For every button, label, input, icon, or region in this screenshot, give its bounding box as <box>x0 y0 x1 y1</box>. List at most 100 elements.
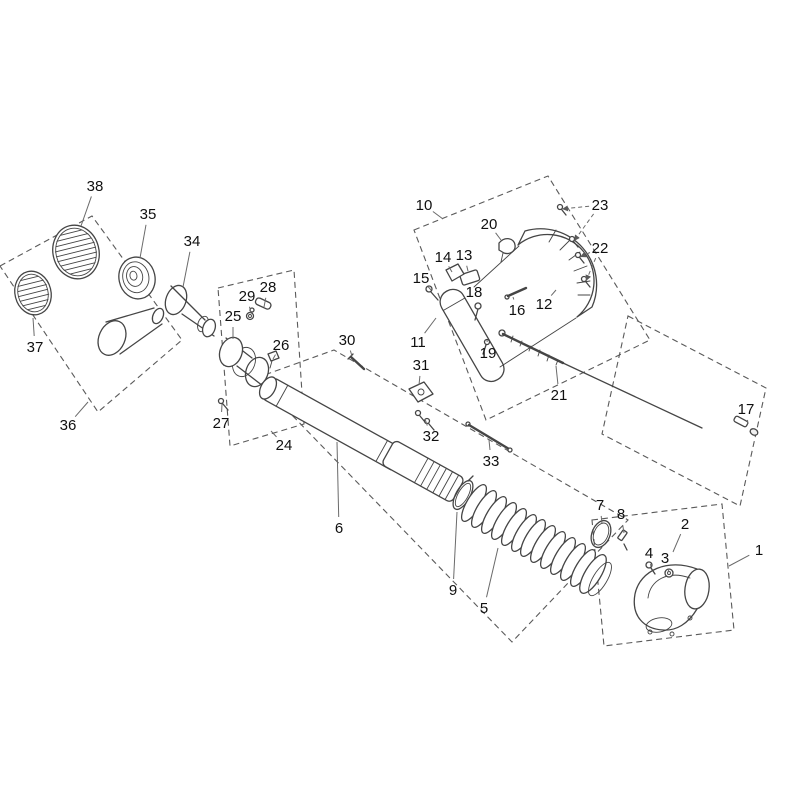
leader-line-15 <box>427 286 432 291</box>
part-clip-26 <box>267 350 280 369</box>
part-elbow-2 <box>633 564 710 637</box>
part-screw-27 <box>217 397 229 411</box>
part-label-18: 18 <box>466 284 483 301</box>
part-label-31: 31 <box>413 357 430 374</box>
part-label-29: 29 <box>239 288 256 305</box>
leader-line-24 <box>270 430 277 438</box>
part-label-12: 12 <box>536 296 553 313</box>
leader-line-3 <box>667 568 670 573</box>
leader-line-10 <box>432 211 444 220</box>
boundary-coupler-group <box>217 269 305 447</box>
part-cone-nozzle-34 <box>164 284 217 338</box>
leader-line-22 <box>579 251 591 258</box>
leader-line-35 <box>139 224 147 259</box>
leader-line-37 <box>32 317 35 337</box>
leader-line-29 <box>249 306 252 314</box>
leader-line-8 <box>622 524 625 534</box>
part-label-20: 20 <box>481 216 498 233</box>
part-label-7: 7 <box>596 497 604 514</box>
leader-line-32 <box>424 418 428 426</box>
leader-line-34 <box>182 251 191 288</box>
part-label-15: 15 <box>413 270 430 287</box>
part-clamp-9 <box>452 475 474 511</box>
part-label-34: 34 <box>184 233 201 250</box>
leader-line-9 <box>453 511 458 580</box>
part-label-37: 37 <box>27 339 44 356</box>
part-label-22: 22 <box>592 240 609 257</box>
part-handle-tube-11 <box>439 288 505 383</box>
boundary-cable-group <box>601 315 767 507</box>
part-handle-grip-12 <box>517 228 598 318</box>
part-label-9: 9 <box>449 582 457 599</box>
boundary-tube-group <box>255 349 629 643</box>
leader-line-23 <box>561 205 590 212</box>
part-blower-tube-6 <box>258 376 464 502</box>
leader-line-12 <box>550 289 557 296</box>
part-label-4: 4 <box>645 545 653 562</box>
part-label-24: 24 <box>276 437 293 454</box>
part-screws-23 <box>556 203 579 248</box>
part-label-33: 33 <box>483 453 500 470</box>
part-funnel-36 <box>97 307 165 356</box>
part-label-27: 27 <box>213 415 230 432</box>
part-label-28: 28 <box>260 279 277 296</box>
part-label-14: 14 <box>435 249 452 266</box>
leader-line-28 <box>263 297 267 308</box>
part-label-13: 13 <box>456 247 473 264</box>
leader-line-26 <box>272 354 276 360</box>
part-label-1: 1 <box>755 542 763 559</box>
part-label-19: 19 <box>480 345 497 362</box>
part-label-17: 17 <box>738 401 755 418</box>
part-cable-end-17 <box>733 415 759 436</box>
part-label-5: 5 <box>480 600 488 617</box>
part-pin-18 <box>474 302 482 321</box>
part-label-3: 3 <box>661 550 669 567</box>
part-label-10: 10 <box>416 197 433 214</box>
part-swirl-grille-35 <box>118 256 156 300</box>
leader-line-14 <box>448 266 453 273</box>
leader-line-16 <box>512 296 515 300</box>
part-screws-22 <box>574 251 591 288</box>
leader-line-31 <box>418 375 421 386</box>
part-label-30: 30 <box>339 332 356 349</box>
part-label-23: 23 <box>592 197 609 214</box>
part-label-38: 38 <box>87 178 104 195</box>
leader-line-1 <box>728 554 750 567</box>
boundary-elbow-group <box>591 503 735 647</box>
part-label-8: 8 <box>617 506 625 523</box>
leader-line-30 <box>349 350 353 357</box>
part-rod-33 <box>465 421 513 453</box>
leader-line-21 <box>555 365 559 385</box>
leader-line-13 <box>466 265 469 272</box>
part-inlet-grille-38 <box>52 224 100 280</box>
part-bracket-31 <box>408 381 434 403</box>
leader-line-33 <box>488 439 491 451</box>
part-pin-30 <box>347 353 366 371</box>
part-screw-8 <box>617 529 628 551</box>
part-label-32: 32 <box>423 428 440 445</box>
part-label-36: 36 <box>60 417 77 434</box>
leader-line-17 <box>747 419 749 425</box>
part-label-2: 2 <box>681 516 689 533</box>
part-label-16: 16 <box>509 302 526 319</box>
part-label-21: 21 <box>551 387 568 404</box>
leader-line-38 <box>80 196 92 227</box>
part-plug-3 <box>664 568 674 578</box>
leader-line-36 <box>74 401 89 418</box>
leader-line-6 <box>336 441 340 518</box>
part-rod-16 <box>504 286 528 300</box>
part-screw-15 <box>425 285 439 301</box>
leader-line-5 <box>486 547 499 598</box>
part-label-25: 25 <box>225 308 242 325</box>
part-trigger-20 <box>498 238 516 263</box>
part-inlet-grille-37 <box>14 270 52 316</box>
part-plate-13 <box>459 269 481 286</box>
leader-line-11 <box>424 317 437 334</box>
part-throttle-cable-21 <box>498 329 703 429</box>
leader-line-2 <box>672 533 682 553</box>
part-label-26: 26 <box>273 337 290 354</box>
part-label-35: 35 <box>140 206 157 223</box>
part-bracket-14 <box>445 263 465 282</box>
